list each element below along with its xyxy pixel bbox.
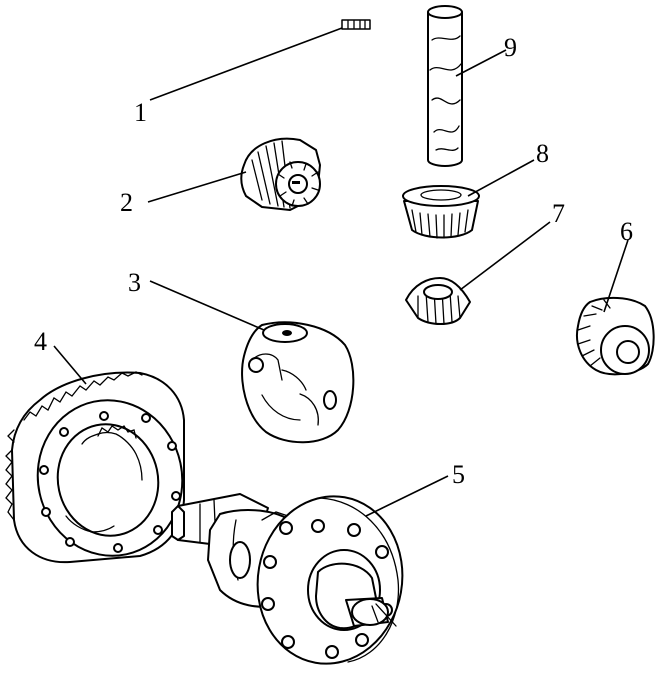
part-1-small-pin bbox=[341, 19, 371, 30]
callout-label-6: 6 bbox=[620, 217, 633, 246]
part-4-ring-gear bbox=[5, 371, 185, 564]
callout-label-5: 5 bbox=[452, 460, 465, 489]
leader-2 bbox=[147, 171, 247, 203]
part-2-planet-gear bbox=[240, 137, 321, 211]
callout-label-2: 2 bbox=[120, 188, 133, 217]
callout-label-1: 1 bbox=[134, 98, 147, 127]
callout-labels: 1 2 3 4 5 6 7 8 9 bbox=[34, 33, 633, 489]
leader-6 bbox=[603, 239, 629, 313]
part-5-differential-housing bbox=[171, 493, 404, 665]
leader-9 bbox=[455, 49, 507, 77]
part-9-cross-shaft bbox=[427, 5, 463, 167]
leader-7 bbox=[459, 221, 551, 291]
leader-5 bbox=[365, 475, 449, 517]
callout-label-3: 3 bbox=[128, 268, 141, 297]
callout-label-7: 7 bbox=[552, 199, 565, 228]
leader-8 bbox=[467, 159, 535, 197]
callout-label-8: 8 bbox=[536, 139, 549, 168]
leader-1 bbox=[149, 27, 343, 101]
leader-lines bbox=[53, 27, 629, 517]
leader-4 bbox=[53, 345, 87, 385]
part-6-side-gear bbox=[576, 296, 655, 376]
callout-label-4: 4 bbox=[34, 327, 47, 356]
part-8-side-gear bbox=[402, 185, 480, 239]
callout-label-9: 9 bbox=[504, 33, 517, 62]
part-7-bevel-pinion bbox=[405, 277, 471, 325]
part-3-differential-case bbox=[241, 321, 355, 444]
leader-3 bbox=[149, 280, 265, 331]
